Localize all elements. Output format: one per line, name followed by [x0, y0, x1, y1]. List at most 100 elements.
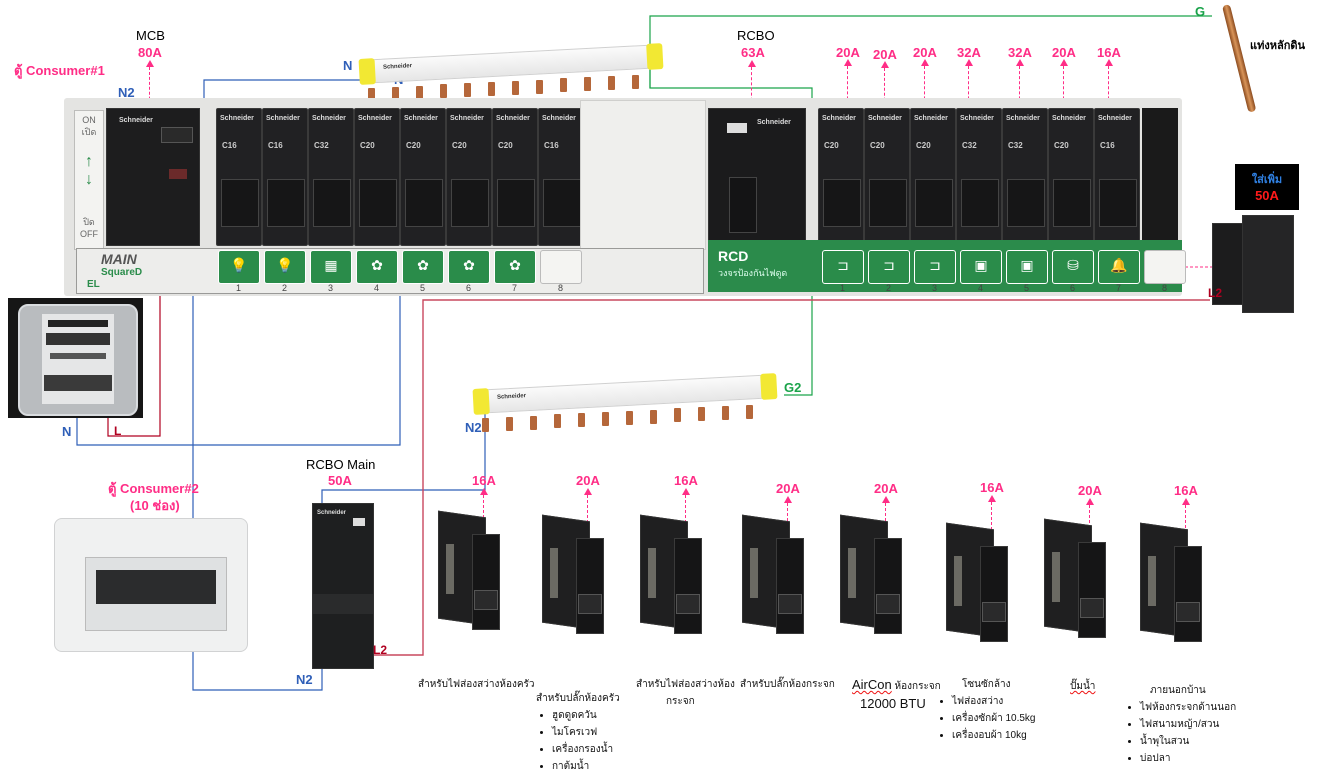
- busbar-pin: [584, 77, 591, 92]
- circuit-breaker[interactable]: [1044, 512, 1108, 640]
- breaker-toggle[interactable]: [876, 594, 900, 614]
- breaker-toggle[interactable]: [1099, 179, 1137, 227]
- on-off-indicator: ON เปิด ↑ ↓ ปิด OFF: [74, 110, 104, 250]
- slot-number: 4: [978, 283, 984, 293]
- rating-arrow-icon: [882, 496, 890, 503]
- breaker-toggle[interactable]: [869, 179, 907, 227]
- busbar-pin: [368, 88, 375, 102]
- circuit-item: บ่อปลา: [1140, 750, 1236, 767]
- circuit-item: ฮูดดูดควัน: [552, 707, 620, 724]
- slot-number: 3: [328, 283, 334, 293]
- circuit-breaker[interactable]: [640, 508, 704, 636]
- aircon-fan-icon: ✿: [402, 250, 444, 284]
- circuit-description: ปั๊มน้ำ: [1070, 678, 1095, 695]
- breaker-toggle[interactable]: [313, 179, 351, 227]
- breaker-toggle[interactable]: [221, 179, 259, 227]
- consumer1-title: ตู้ Consumer#1: [14, 63, 105, 78]
- schneider-logo: Schneider: [358, 115, 392, 122]
- breaker-toggle[interactable]: [1007, 179, 1045, 227]
- breaker-toggle[interactable]: [778, 594, 802, 614]
- rcbo-main-breaker[interactable]: Schneider: [312, 503, 374, 669]
- extra-breaker-label: ใส่เพิ่ม: [1251, 174, 1283, 186]
- schneider-logo: Schneider: [542, 115, 576, 122]
- breaker-toggle[interactable]: [1053, 179, 1091, 227]
- rating-arrow-icon: [988, 495, 996, 502]
- circuit-title-line2: 12000 BTU: [860, 696, 926, 711]
- circuit-rating-label: 20A: [873, 47, 897, 62]
- slot-number: 5: [1024, 283, 1030, 293]
- live-wire-l2: [362, 299, 1210, 656]
- circuit-title-text: สำหรับไฟส่องสว่างห้อง: [636, 679, 735, 690]
- breaker-rating: C32: [314, 141, 329, 150]
- rcbo-63a-breaker[interactable]: Schneider: [708, 108, 806, 244]
- test-button[interactable]: [727, 123, 747, 133]
- busbar-pin: [530, 415, 537, 430]
- breaker-toggle[interactable]: [915, 179, 953, 227]
- test-button[interactable]: [353, 518, 365, 526]
- breaker-toggle[interactable]: [267, 179, 305, 227]
- circuit-breaker[interactable]: [438, 504, 502, 632]
- circuit-breaker[interactable]: [1140, 516, 1204, 644]
- circuit-breaker[interactable]: [742, 508, 806, 636]
- breaker-toggle[interactable]: [474, 590, 498, 610]
- rcbo-main-handle[interactable]: [313, 594, 373, 614]
- rating-arrow-icon: [965, 59, 973, 66]
- rating-arrow-icon: [480, 488, 488, 495]
- circuit-breaker[interactable]: [946, 516, 1010, 644]
- circuit-breaker[interactable]: [542, 508, 606, 636]
- breaker-toggle[interactable]: [1176, 602, 1200, 622]
- brand-main: MAIN: [101, 251, 137, 267]
- breaker-toggle[interactable]: [961, 179, 999, 227]
- breaker-toggle[interactable]: [451, 179, 489, 227]
- main-mcb-handle[interactable]: [161, 127, 193, 143]
- circuit-rating-label: 20A: [836, 45, 860, 60]
- breaker-rating: C20: [916, 141, 931, 150]
- breaker-toggle[interactable]: [823, 179, 861, 227]
- breaker-toggle[interactable]: [578, 594, 602, 614]
- off-indicator: [169, 169, 187, 179]
- breaker-toggle[interactable]: [543, 179, 581, 227]
- rating-arrow-icon: [748, 60, 756, 67]
- circuit-breaker[interactable]: [840, 508, 904, 636]
- busbar-brand-logo: Schneider: [382, 63, 413, 71]
- breaker-toggle[interactable]: [1080, 598, 1104, 618]
- stove-icon: ▦: [310, 250, 352, 284]
- busbar-pin: [632, 74, 639, 89]
- breaker-toggle[interactable]: [982, 602, 1006, 622]
- breaker-toggle[interactable]: [497, 179, 535, 227]
- circuit-title-text: สำหรับปลั๊กห้องครัว: [536, 693, 620, 704]
- circuit-item: ไมโครเวฟ: [552, 724, 620, 741]
- brand-el: EL: [87, 279, 100, 290]
- rcbo-handle[interactable]: [729, 177, 757, 233]
- busbar-pin: [578, 413, 585, 428]
- breaker-toggle[interactable]: [359, 179, 397, 227]
- ground-wire-g: [649, 70, 813, 396]
- consumer2-title: ตู้ Consumer#2: [108, 481, 199, 496]
- circuit-description: สำหรับไฟส่องสว่างห้องกระจก: [636, 676, 735, 710]
- busbar-pin: [626, 410, 633, 425]
- breaker-toggle[interactable]: [405, 179, 443, 227]
- extra-breaker-50a[interactable]: [1212, 215, 1296, 319]
- main-mcb-breaker[interactable]: Schneider: [106, 108, 200, 246]
- breaker-toggle[interactable]: [676, 594, 700, 614]
- water-heater-icon: ▣: [960, 250, 1002, 284]
- circuit-title: สำหรับไฟส่องสว่างห้องครัว: [418, 676, 535, 693]
- schneider-logo: Schneider: [317, 510, 347, 516]
- slot-number: 6: [466, 283, 472, 293]
